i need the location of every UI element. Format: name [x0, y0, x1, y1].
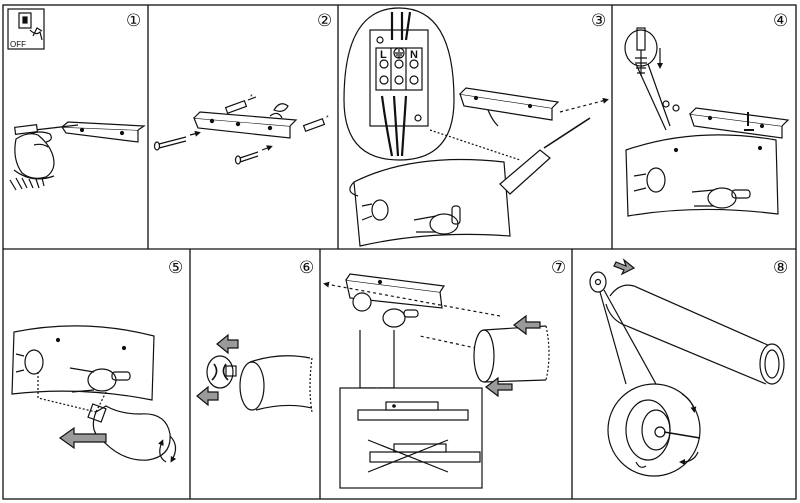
svg-text:*: * — [250, 94, 253, 101]
wall-plug-right: * — [302, 115, 329, 133]
wall-bracket-3 — [459, 87, 560, 127]
arrow-icon — [485, 376, 513, 398]
orientation-detail — [339, 387, 483, 489]
step-numbers: ① ② ③ ④ ⑤ ⑥ ⑦ ⑧ — [126, 11, 788, 277]
step-number-8: ⑧ — [773, 258, 788, 277]
panel-4 — [624, 27, 790, 217]
panel-grid — [2, 4, 797, 500]
plug-pair — [269, 103, 289, 119]
rotate-icon — [158, 435, 177, 463]
rotate-icon — [679, 393, 699, 465]
light-bulb — [87, 403, 171, 461]
panel-3: L N — [343, 7, 609, 247]
panel-7 — [323, 273, 550, 489]
panel-8 — [589, 258, 785, 477]
arrow-icon — [216, 333, 239, 355]
arrow-icon — [513, 314, 541, 336]
lamp-holder-8 — [589, 271, 607, 293]
lamp-body-7 — [345, 273, 446, 328]
panel-1: OFF — [7, 8, 146, 191]
terminal-neutral-label: N — [410, 49, 418, 61]
svg-text:*: * — [326, 115, 329, 122]
step-number-7: ⑦ — [551, 258, 566, 277]
panel-6 — [196, 333, 313, 413]
zoom-leader-4 — [635, 63, 671, 131]
lamp-body-3 — [349, 158, 511, 247]
screw-bottom — [234, 145, 273, 165]
terminal-block-zoom — [343, 7, 455, 161]
wall-bracket-4 — [689, 107, 790, 139]
glass-shade-6 — [239, 355, 313, 413]
arrow-icon — [196, 385, 219, 407]
hang-direction — [559, 97, 609, 113]
arrow-icon — [613, 258, 636, 276]
wall-bracket-2 — [193, 111, 298, 139]
bulb-guide-line — [37, 372, 107, 413]
step-number-1: ① — [126, 11, 141, 30]
arrow-icon — [58, 426, 107, 450]
cable-connector — [499, 117, 591, 195]
glass-shade-8 — [605, 284, 785, 385]
zoom-leader-8 — [599, 289, 657, 385]
step-number-5: ⑤ — [168, 258, 183, 277]
detail-circle-8 — [607, 383, 701, 477]
lamp-holder-6 — [206, 355, 237, 389]
lamp-body-4 — [625, 134, 779, 217]
wall-plug-top: * — [224, 94, 257, 115]
detail-leader — [359, 330, 395, 389]
step-number-3: ③ — [591, 11, 606, 30]
screwdriver-icon — [14, 124, 79, 135]
panel-2: * * — [153, 94, 329, 165]
power-switch-icon — [7, 8, 45, 50]
panel-5 — [11, 325, 177, 463]
switch-off-label: OFF — [10, 40, 26, 49]
hand — [9, 131, 55, 191]
step-number-6: ⑥ — [299, 258, 314, 277]
step-number-2: ② — [317, 11, 332, 30]
lamp-body-5 — [11, 325, 155, 401]
screw-washers — [662, 100, 680, 112]
screwdriver-icon-4 — [624, 27, 663, 76]
wall-bracket-1 — [60, 121, 146, 143]
step-number-4: ④ — [773, 11, 788, 30]
terminal-live-label: L — [380, 49, 387, 61]
glass-shade-7 — [473, 325, 550, 383]
screw-left — [153, 130, 201, 151]
ground-symbol-icon — [393, 47, 405, 59]
